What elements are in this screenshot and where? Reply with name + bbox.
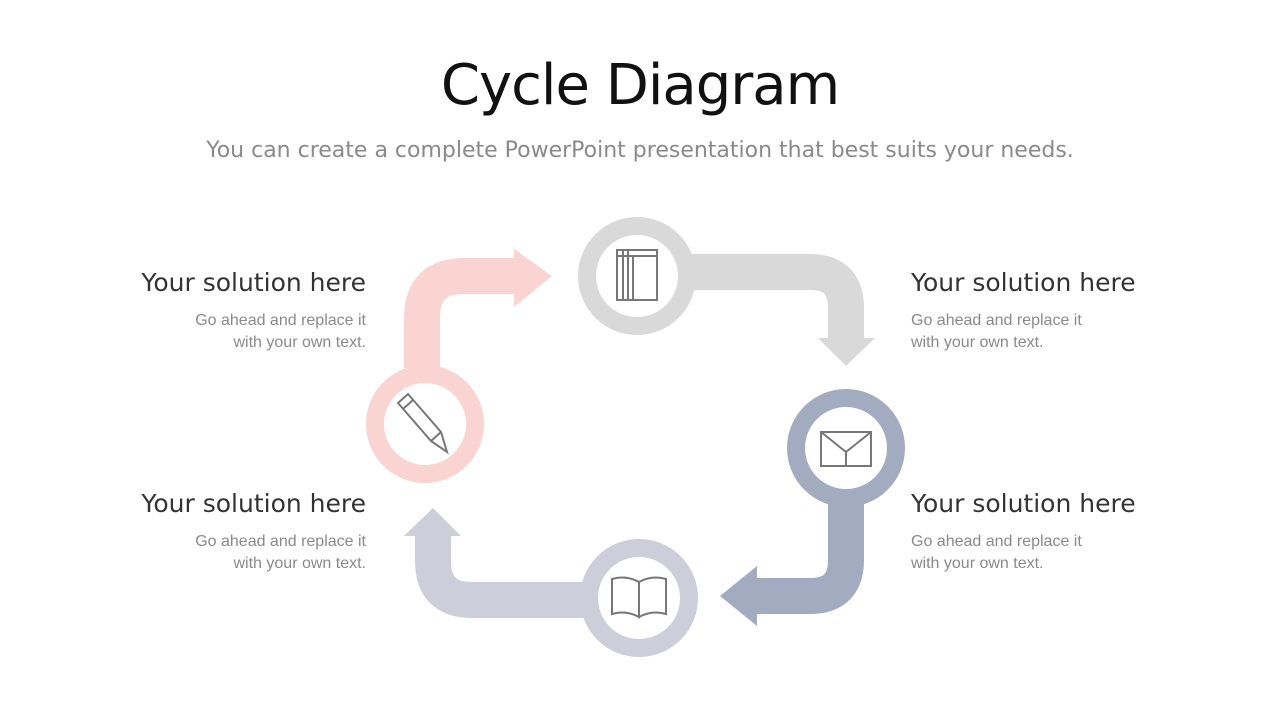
block-heading: Your solution here xyxy=(911,489,1136,518)
text-block-top-left: Your solution here Go ahead and replace … xyxy=(66,266,366,354)
text-block-bottom-right: Your solution here Go ahead and replace … xyxy=(911,487,1211,575)
block-heading: Your solution here xyxy=(141,268,366,297)
step-circle-open-book xyxy=(580,539,698,657)
arrow-lavender-gray xyxy=(404,508,585,618)
step-circle-book xyxy=(578,217,696,335)
block-body: Go ahead and replace it with your own te… xyxy=(195,533,366,572)
block-body: Go ahead and replace it with your own te… xyxy=(911,312,1082,351)
step-circle-pencil xyxy=(366,365,484,483)
book-icon xyxy=(616,249,658,301)
block-body: Go ahead and replace it with your own te… xyxy=(195,312,366,351)
envelope-icon xyxy=(820,431,872,467)
slide-subtitle: You can create a complete PowerPoint pre… xyxy=(206,138,1074,163)
block-heading: Your solution here xyxy=(141,489,366,518)
block-body: Go ahead and replace it with your own te… xyxy=(911,533,1082,572)
text-block-bottom-left: Your solution here Go ahead and replace … xyxy=(66,487,366,575)
arrow-light-gray xyxy=(690,254,875,366)
arrow-pink xyxy=(404,249,552,368)
arrow-blue-gray xyxy=(720,500,864,626)
open-book-icon xyxy=(611,576,667,619)
step-circle-envelope xyxy=(787,389,905,507)
slide-title: Cycle Diagram xyxy=(440,53,840,118)
block-heading: Your solution here xyxy=(911,268,1136,297)
pencil-icon xyxy=(396,392,449,455)
text-block-top-right: Your solution here Go ahead and replace … xyxy=(911,266,1211,354)
